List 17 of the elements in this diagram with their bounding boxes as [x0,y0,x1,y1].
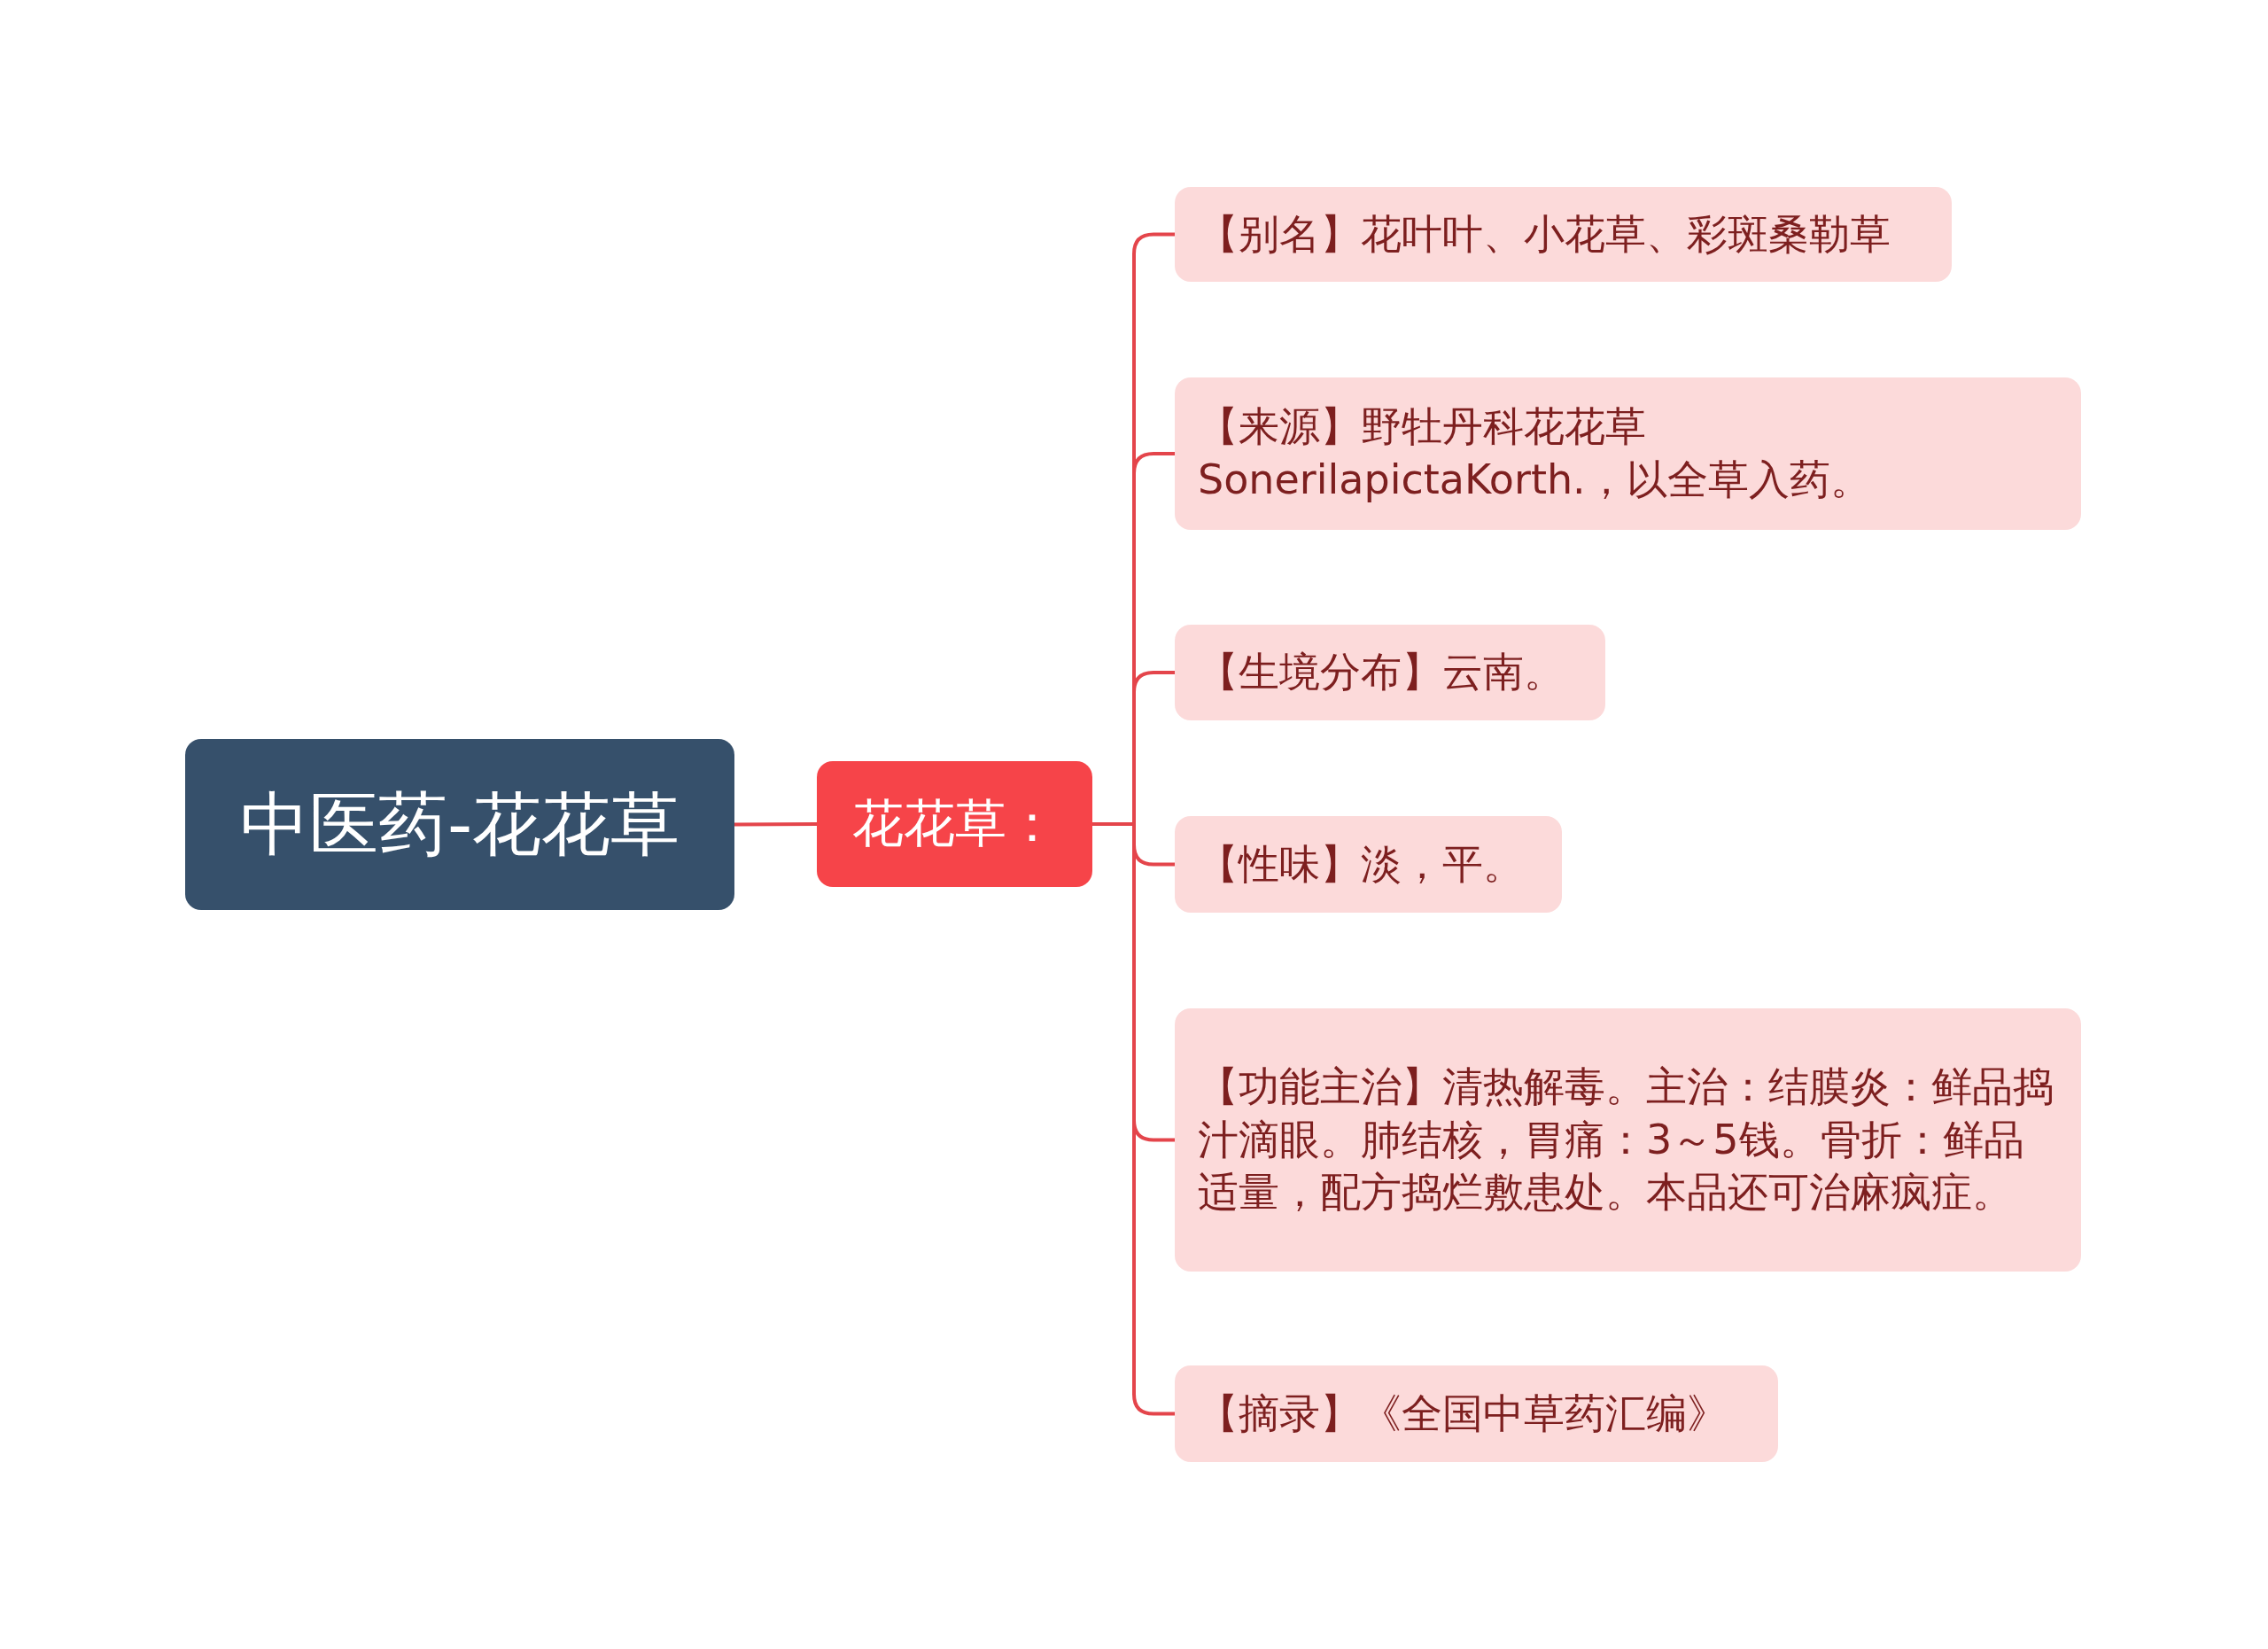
leaf-box [1175,1008,2081,1272]
leaf-box [1175,1365,1778,1462]
leaf-box [1175,816,1562,913]
node-text: 花花草： [851,792,1058,856]
leaf-box [1175,377,2081,530]
leaf-box [1175,625,1605,720]
node-text: 【生境分布】云南。 [1198,647,1565,698]
node-text: 中医药-花花草 [239,782,680,866]
node-text: 【性味】淡，平。 [1198,838,1524,890]
node-text: 【来源】野牡丹科花花草SonerilapictaKorth.，以全草入药。 [1198,401,1872,505]
branch-box [817,761,1092,887]
connector-line [734,822,817,827]
topic-box [185,739,734,910]
leaf-box [1175,187,1952,282]
node-text: 【别名】花叶叶、小花草、彩斑桑勒草 [1198,208,1891,260]
node-text: 【功能主治】清热解毒。主治：结膜炎：鲜品捣汁滴眼。肺结核，胃痛：3～5钱。骨折：鲜品适量，配方捣烂敷患处。本品还可治麻疯症。 [1198,1061,2054,1218]
node-text: 【摘录】《全国中草药汇编》 [1198,1388,1728,1439]
